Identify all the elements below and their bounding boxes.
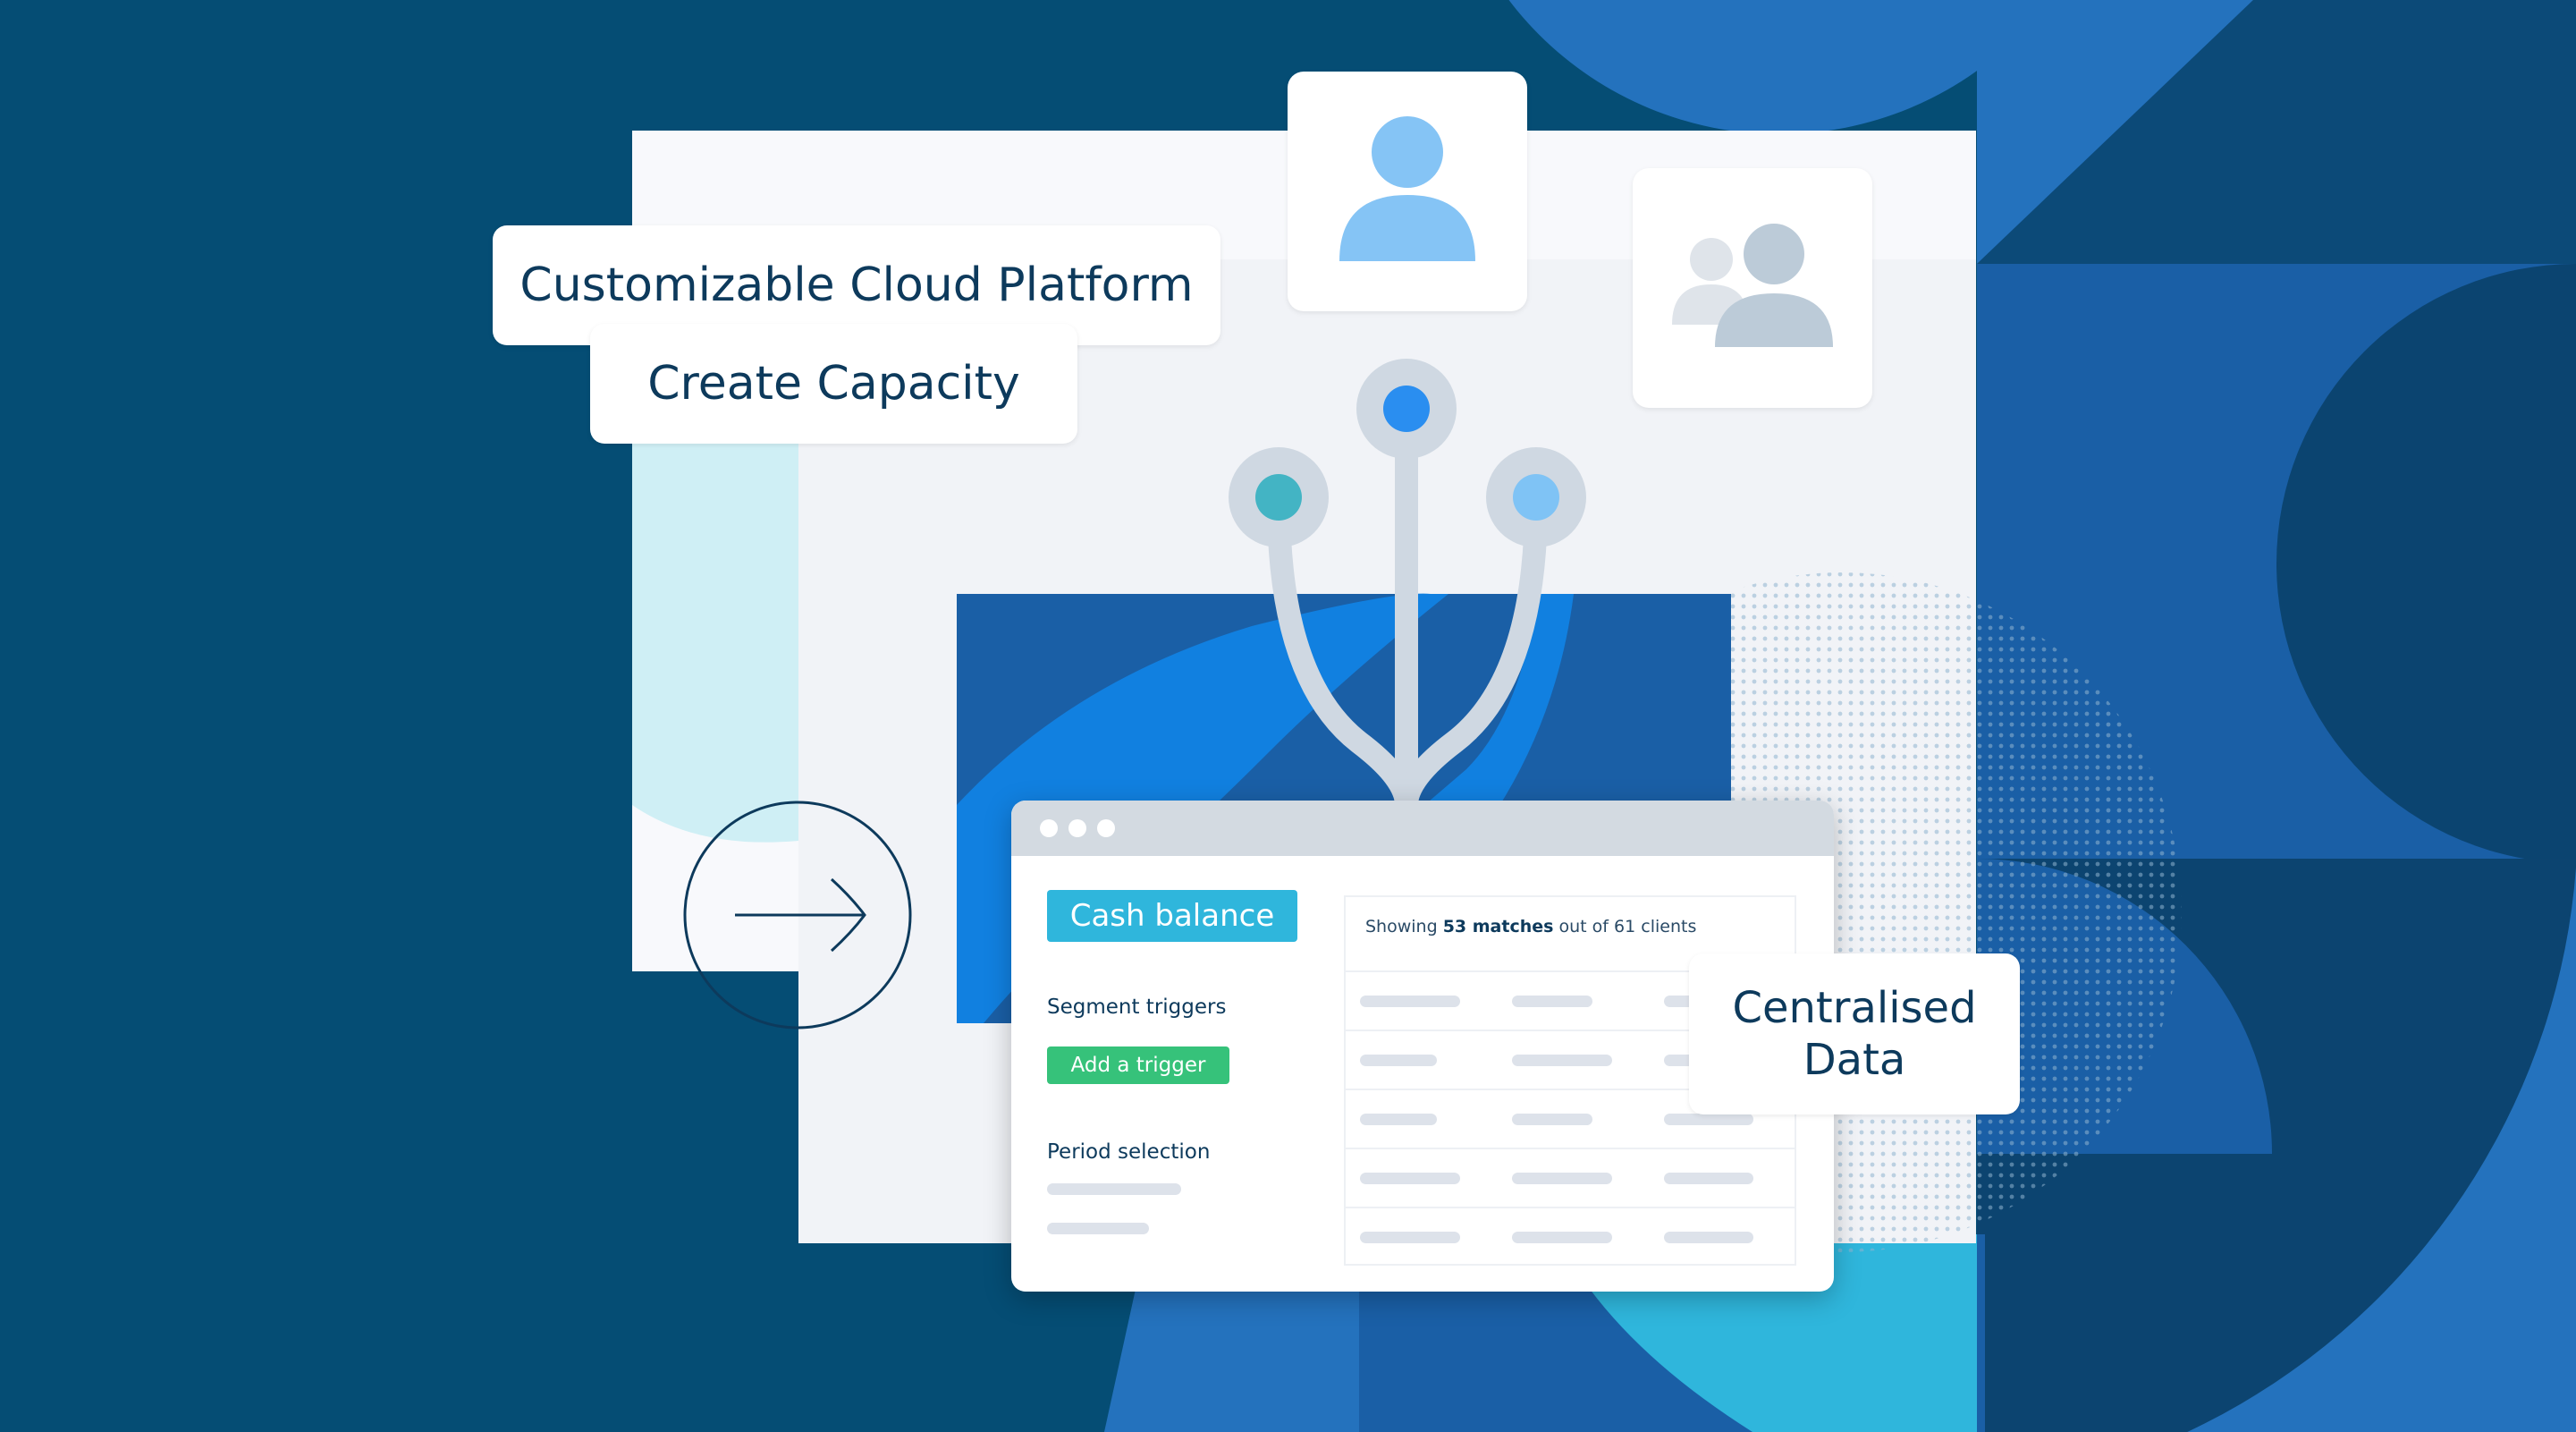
user-icon xyxy=(1339,116,1475,261)
segment-triggers-heading: Segment triggers xyxy=(1047,996,1227,1019)
cash-balance-tab[interactable]: Cash balance xyxy=(1047,890,1297,942)
period-selection-heading: Period selection xyxy=(1047,1140,1211,1164)
window-titlebar xyxy=(1011,801,1834,856)
table-row[interactable] xyxy=(1346,1089,1795,1149)
capacity-label: Create Capacity xyxy=(647,357,1020,411)
window-control-dot[interactable] xyxy=(1068,819,1086,837)
arrow-right-circle-icon xyxy=(683,801,912,1030)
centralised-data-line1: Centralised xyxy=(1732,983,1977,1033)
window-control-dot[interactable] xyxy=(1040,819,1058,837)
table-row[interactable] xyxy=(1346,1148,1795,1208)
centralised-data-line2: Data xyxy=(1803,1035,1906,1085)
centralised-data-card: Centralised Data xyxy=(1689,953,2020,1114)
results-total: 61 xyxy=(1614,917,1636,936)
users-group-icon xyxy=(1672,224,1833,347)
table-row[interactable] xyxy=(1346,1207,1795,1267)
cash-balance-label: Cash balance xyxy=(1069,898,1275,934)
period-placeholder xyxy=(1047,1223,1149,1234)
results-matches: 53 matches xyxy=(1442,917,1554,936)
period-placeholder xyxy=(1047,1183,1181,1195)
single-user-card xyxy=(1288,72,1527,311)
results-summary: Showing 53 matches out of 61 clients xyxy=(1365,917,1697,936)
capacity-label-card: Create Capacity xyxy=(590,324,1077,444)
window-control-dot[interactable] xyxy=(1097,819,1115,837)
group-users-card xyxy=(1633,168,1872,408)
app-window: Cash balance Segment triggers Add a trig… xyxy=(1011,801,1834,1292)
add-trigger-button[interactable]: Add a trigger xyxy=(1047,1046,1229,1084)
platform-label: Customizable Cloud Platform xyxy=(519,258,1194,312)
